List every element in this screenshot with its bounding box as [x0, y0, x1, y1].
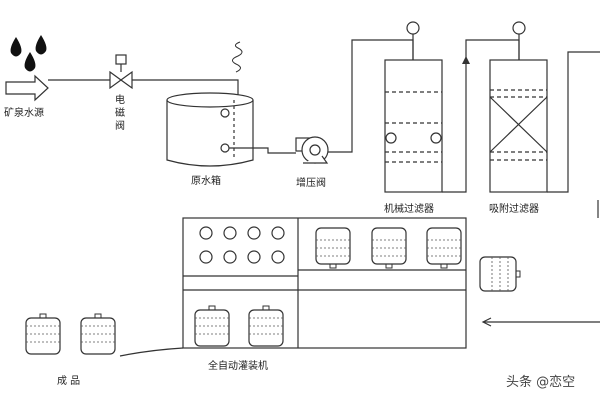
water-bottle-icon — [371, 227, 407, 269]
solenoid-valve: 电 磁 阀 — [109, 54, 133, 132]
pipe-adsorb-out — [547, 51, 600, 193]
flow-arrow — [462, 56, 470, 64]
pump-label: 增压阀 — [296, 176, 326, 189]
solenoid-valve-icon — [109, 54, 133, 90]
watermark: 头条 @恋空 — [506, 374, 575, 390]
source-label: 矿泉水源 — [4, 106, 44, 119]
valve-label-char-2: 磁 — [115, 106, 125, 119]
water-bottle-icon — [426, 227, 462, 269]
mech-filter-label: 机械过滤器 — [384, 202, 434, 215]
filling-machine — [182, 217, 467, 349]
pressure-gauge-icon — [406, 21, 420, 35]
product-label: 成 品 — [57, 375, 80, 387]
conveyor-line — [119, 347, 184, 357]
water-bottle-icon — [248, 305, 284, 347]
valve-label-char-3: 阀 — [115, 119, 125, 132]
arrow-icon — [5, 74, 49, 102]
adsorb-filter-label: 吸附过滤器 — [489, 202, 539, 215]
water-bottle-icon — [25, 313, 61, 355]
pipe-valve-tank — [132, 79, 239, 97]
valve-label-char-1: 电 — [115, 93, 125, 106]
return-arrow-icon — [481, 317, 492, 327]
pump-icon — [295, 136, 329, 164]
water-source: 矿泉水源 — [4, 35, 49, 119]
pressure-gauge-icon — [512, 21, 526, 35]
filling-machine-label: 全自动灌装机 — [208, 359, 268, 372]
adsorption-filter — [489, 34, 548, 193]
water-bottle-icon — [315, 227, 351, 269]
water-bottle-icon — [479, 256, 521, 292]
pipe-tank-pump — [229, 147, 296, 154]
mechanical-filter — [384, 34, 443, 193]
water-bottle-icon — [80, 313, 116, 355]
water-drop-icon — [10, 35, 47, 72]
steam-icon — [232, 41, 243, 73]
raw-water-tank — [166, 92, 254, 167]
raw-tank-label: 原水箱 — [191, 174, 221, 187]
water-bottle-icon — [194, 305, 230, 347]
